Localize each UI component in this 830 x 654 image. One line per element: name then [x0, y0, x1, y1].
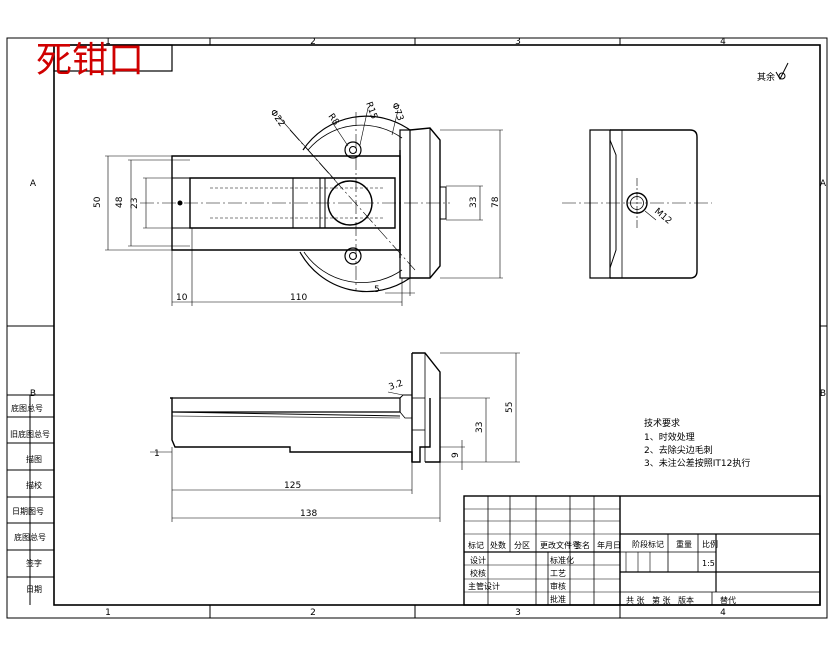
- tb-total-sheets: 共 张: [626, 596, 645, 605]
- dim-125: 125: [284, 481, 301, 491]
- front-view: [170, 352, 441, 463]
- tb-scale-label: 比例: [702, 539, 718, 549]
- dim-138: 138: [300, 509, 317, 519]
- tb-weight: 重量: [676, 539, 692, 549]
- tb-date: 年月日: [597, 540, 621, 550]
- dim-1: 1: [154, 449, 160, 459]
- tb-sign: 签名: [574, 540, 590, 550]
- title-box: 死钳口: [36, 40, 173, 81]
- dim-phi73: Φ73: [389, 102, 405, 123]
- tech-req-item-2: 2、去除尖边毛刺: [644, 444, 713, 456]
- dim-33-front: 33: [475, 422, 485, 433]
- title-block: 标记 处数 分区 更改文件号 签名 年月日 设计 校核 主管设计 标准化 工艺 …: [463, 495, 821, 606]
- dim-3-2: 3.2: [388, 379, 405, 393]
- tb-chief: 主管设计: [468, 581, 500, 591]
- tb-sheet-no: 第 张: [652, 595, 671, 605]
- col-label-2-bottom: 2: [310, 608, 316, 618]
- tb-process: 工艺: [550, 569, 566, 578]
- dim-55: 55: [505, 402, 515, 413]
- dim-9: 9: [451, 452, 461, 458]
- dim-50: 50: [93, 196, 103, 208]
- col-label-1-bottom: 1: [105, 608, 111, 618]
- col-label-4-bottom: 4: [720, 608, 726, 618]
- dim-78: 78: [491, 196, 501, 208]
- left-strip-table: 底图总号 旧底图总号 描图 描校 日期图号 底图总号 签字 日期: [7, 394, 54, 594]
- tb-zone: 分区: [514, 541, 530, 550]
- dim-m12: M12: [652, 207, 673, 227]
- drawing-title: 死钳口: [36, 40, 144, 81]
- strip-label-8: 日期: [26, 585, 42, 594]
- strip-label-2: 旧底图总号: [10, 429, 50, 439]
- surface-note-text: 其余: [757, 71, 775, 83]
- tb-change-doc: 更改文件号: [540, 540, 580, 550]
- tb-standard: 标准化: [550, 555, 574, 565]
- row-label-b: B: [30, 389, 36, 399]
- strip-label-4: 描校: [26, 480, 42, 490]
- tb-scale-value: 1:5: [702, 559, 715, 568]
- dim-33-top: 33: [469, 197, 479, 208]
- col-label-1: 1: [105, 37, 111, 47]
- tb-mark: 标记: [468, 540, 484, 550]
- dim-5: 5: [374, 285, 380, 295]
- tb-stage: 阶段标记: [632, 539, 664, 549]
- tb-count: 处数: [490, 540, 506, 550]
- col-label-4: 4: [720, 37, 726, 47]
- row-label-b-right: B: [820, 389, 826, 399]
- dim-r8: R8: [326, 112, 341, 128]
- outer-frame: [6, 37, 828, 619]
- dim-23: 23: [130, 198, 140, 209]
- row-label-a-right: A: [820, 179, 827, 189]
- front-view-dimensions: [150, 352, 520, 522]
- tb-design: 设计: [470, 555, 486, 565]
- top-view-dimensions: [105, 107, 503, 306]
- tb-check: 校核: [470, 568, 486, 578]
- border-col-numbers: 1 2 3 4 1 2 3 4 A B A B: [30, 37, 827, 618]
- top-view: [140, 112, 450, 293]
- dim-48: 48: [115, 196, 125, 208]
- strip-label-6: 底图总号: [14, 532, 46, 542]
- strip-label-7: 签字: [26, 558, 42, 568]
- dim-10: 10: [176, 293, 188, 303]
- col-label-3-bottom: 3: [515, 608, 521, 618]
- side-view: [562, 129, 712, 279]
- tb-review: 审核: [550, 581, 566, 591]
- front-view-dim-text: 55 33 9 1 125 138 3.2: [154, 379, 515, 519]
- tb-replace: 替代: [720, 595, 736, 605]
- strip-label-1: 底图总号: [11, 403, 43, 413]
- strip-label-3: 描图: [26, 454, 42, 464]
- col-label-2: 2: [310, 37, 316, 47]
- tb-approve: 批准: [550, 594, 566, 604]
- row-label-a: A: [30, 179, 37, 189]
- dim-110: 110: [290, 293, 307, 303]
- tech-req-heading: 技术要求: [644, 417, 680, 429]
- dim-r15: R15: [363, 101, 378, 121]
- tech-req-item-1: 1、时效处理: [644, 431, 695, 443]
- col-label-3: 3: [515, 37, 521, 47]
- tb-version: 版本: [678, 595, 694, 605]
- dim-phi22: Φ22: [268, 108, 287, 129]
- tech-req-item-3: 3、未注公差按照IT12执行: [644, 457, 750, 469]
- tech-requirements: 技术要求 1、时效处理 2、去除尖边毛刺 3、未注公差按照IT12执行: [644, 417, 750, 469]
- strip-label-5: 日期图号: [12, 507, 44, 516]
- surface-note: 其余: [757, 62, 789, 83]
